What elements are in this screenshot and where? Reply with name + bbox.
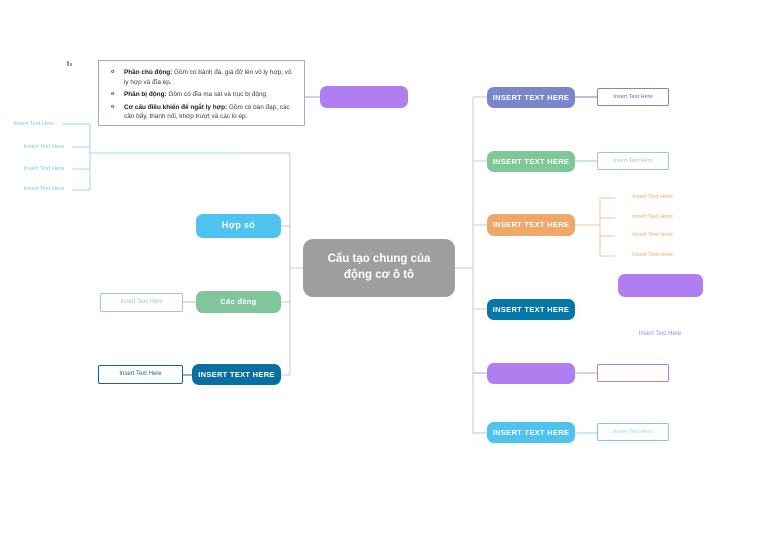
node-driveshaft[interactable]: Các đăng [196,291,281,313]
orange-child-1[interactable]: Insert Text Here [632,194,673,201]
node-purple-branch[interactable] [487,363,575,384]
node-gearbox[interactable]: Hợp số [196,214,281,238]
floating-purple-label[interactable]: Insert Text Here [638,331,682,338]
callout-list: Phần chủ động: Gồm có bánh đà, giá đỡ lê… [108,68,295,122]
floating-purple-box[interactable] [618,274,703,297]
cursor-artifact [67,61,72,66]
cyan-subitem-2[interactable]: Insert Text Here [23,144,65,151]
node-periwinkle-branch[interactable]: INSERT TEXT HERE [487,87,575,108]
cyan-subitem-1[interactable]: Insert Text Here [13,121,55,128]
cyan-subitem-4[interactable]: Insert Text Here [23,186,65,193]
callout-item-bold: Phần bị động: [124,91,167,99]
callout-item: Phần chủ động: Gồm có bánh đà, giá đỡ lê… [108,68,295,87]
node-dark-blue-child[interactable]: Insert Text Here [98,365,183,384]
root-line-2: động cơ ô tô [343,269,415,281]
callout-item-text: Gồm có đĩa ma sát và trục bị động [166,91,267,99]
callout-item: Cơ cấu điều khiển để ngắt ly hợp: Gồm có… [108,103,295,122]
node-dark-blue-branch[interactable]: INSERT TEXT HERE [192,364,281,385]
node-teal-branch[interactable]: INSERT TEXT HERE [487,299,575,320]
root-line-1: Cấu tạo chung của [327,253,431,266]
floating-purple-top-box[interactable] [320,86,408,108]
callout-item-bold: Phần chủ động: [124,69,173,76]
callout-item: Phần bị động: Gồm có đĩa ma sát và trục … [108,90,295,100]
node-cyan-child[interactable]: Insert Text Here [597,423,669,441]
orange-child-4[interactable]: Insert Text Here [632,252,673,259]
node-periwinkle-child[interactable]: Insert Text Here [597,88,669,106]
node-purple-child[interactable] [597,364,669,382]
node-cyan-branch[interactable]: INSERT TEXT HERE [487,422,575,443]
orange-child-3[interactable]: Insert Text Here [632,232,673,239]
orange-child-2[interactable]: Insert Text Here [632,214,673,221]
callout-item-bold: Cơ cấu điều khiển để ngắt ly hợp: [124,103,228,111]
node-green-child[interactable]: Insert Text Here [597,152,669,170]
callout-panel[interactable]: Phần chủ động: Gồm có bánh đà, giá đỡ lê… [98,60,305,126]
callout-item-text: Gồm có bánh đà, giá đỡ lên vỏ ly hợp, vỏ… [124,69,292,86]
callout-item-text: Gồm có bàn đạp, các cần bẩy, thanh nối, … [124,103,290,121]
node-orange-branch[interactable]: INSERT TEXT HERE [487,214,575,236]
cyan-subitem-3[interactable]: Insert Text Here [23,166,65,173]
root-node[interactable]: Cấu tạo chung của động cơ ô tô [303,239,455,297]
node-driveshaft-child[interactable]: Insert Text Here [100,293,183,312]
node-green-branch[interactable]: INSERT TEXT HERE [487,151,575,172]
root-node-label: Cấu tạo chung của động cơ ô tô [328,252,431,283]
